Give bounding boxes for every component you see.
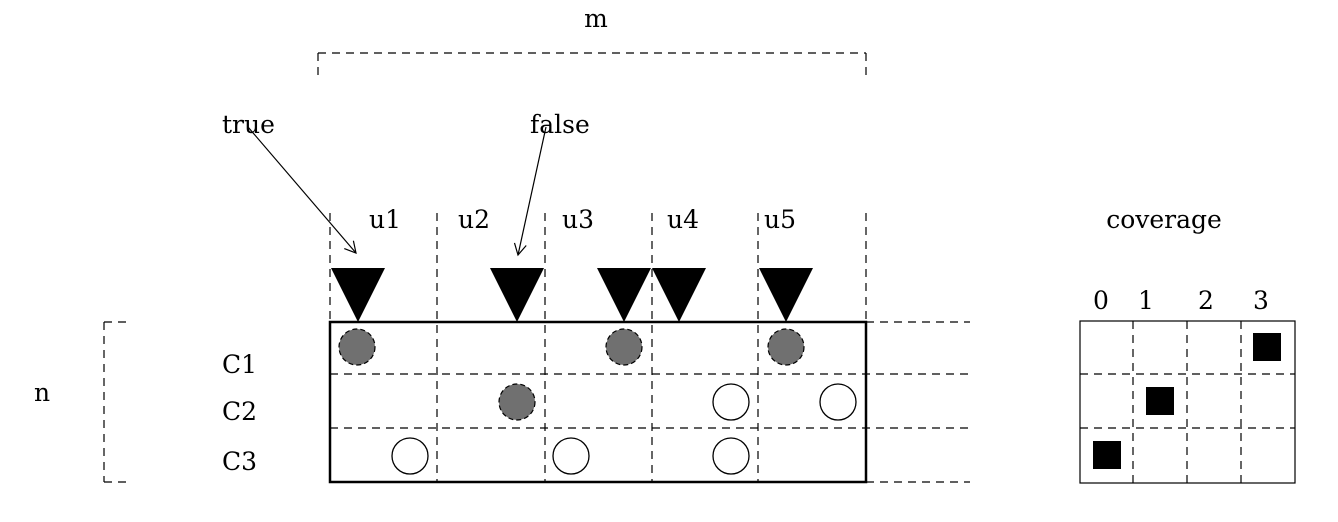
n-label: n xyxy=(34,378,50,407)
empty-circle xyxy=(391,437,429,475)
filled-circle xyxy=(767,328,805,366)
coverage-markers xyxy=(1093,333,1281,469)
empty-circle xyxy=(819,383,857,421)
coverage-axis-3: 3 xyxy=(1253,286,1269,315)
filled-circle xyxy=(338,328,376,366)
empty-circle xyxy=(712,383,750,421)
coverage-marker xyxy=(1253,333,1281,361)
coverage-axis-2: 2 xyxy=(1198,286,1214,315)
coverage-title: coverage xyxy=(1106,205,1222,234)
column-header-u4: u4 xyxy=(667,205,699,234)
row-label-c2: C2 xyxy=(222,397,257,426)
coverage-marker xyxy=(1146,387,1174,415)
matrix-box xyxy=(328,320,868,484)
coverage-axis-0: 0 xyxy=(1093,286,1109,315)
triangle-marker xyxy=(652,268,706,322)
row-label-c1: C1 xyxy=(222,350,257,379)
column-header-u3: u3 xyxy=(562,205,594,234)
empty-circle xyxy=(712,437,750,475)
triangle-marker xyxy=(759,268,813,322)
empty-circle xyxy=(552,437,590,475)
m-label: m xyxy=(584,4,608,33)
true-label: true xyxy=(222,110,275,139)
coverage-axis-1: 1 xyxy=(1138,286,1154,315)
filled-circle xyxy=(605,328,643,366)
column-header-u5: u5 xyxy=(764,205,796,234)
row-dividers xyxy=(330,321,970,483)
filled-circles xyxy=(338,328,805,421)
triangle-marker xyxy=(331,268,385,322)
empty-circles xyxy=(391,383,857,475)
row-label-c3: C3 xyxy=(222,447,257,476)
filled-circle xyxy=(498,383,536,421)
triangle-marker xyxy=(597,268,651,322)
column-header-u1: u1 xyxy=(369,205,401,234)
n-bracket xyxy=(103,321,130,483)
triangle-markers xyxy=(331,268,813,322)
coverage-grid xyxy=(1079,320,1296,484)
coverage-marker xyxy=(1093,441,1121,469)
false-label: false xyxy=(530,110,590,139)
column-dividers xyxy=(329,213,867,482)
m-bracket xyxy=(317,52,867,80)
true-arrow xyxy=(247,126,357,254)
triangle-marker xyxy=(490,268,544,322)
false-arrow xyxy=(513,126,547,257)
column-header-u2: u2 xyxy=(458,205,490,234)
